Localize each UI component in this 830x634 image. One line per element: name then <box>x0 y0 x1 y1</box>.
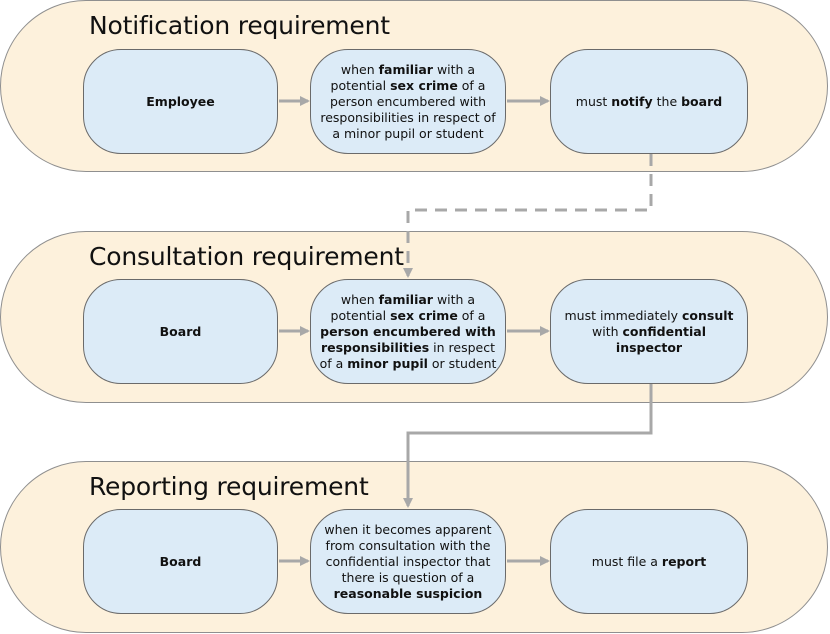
emphasized-text: consult <box>682 307 734 323</box>
action-label: must file a report <box>592 554 706 570</box>
text-run: must immediately <box>564 307 682 323</box>
actor-label: Board <box>159 323 202 339</box>
emphasized-text: reasonable suspicion <box>333 585 483 601</box>
condition-label: when it becomes apparent from consultati… <box>317 522 499 602</box>
text-run: when <box>340 61 379 77</box>
condition-label: when familiar with a potential sex crime… <box>317 292 499 372</box>
text-run: of a person encumbered with responsibili… <box>320 77 496 141</box>
emphasized-text: sex crime <box>390 307 458 323</box>
text-run: when <box>340 291 379 307</box>
action-box: must notify the board <box>550 49 748 154</box>
action-box: must file a report <box>550 509 748 614</box>
action-label: must notify the board <box>576 94 722 110</box>
emphasized-text: person encumbered with responsibilities <box>320 323 496 355</box>
section-title: Notification requirement <box>89 11 390 40</box>
emphasized-text: familiar <box>378 61 433 77</box>
actor-box: Employee <box>83 49 278 154</box>
actor-label: Board <box>159 553 202 569</box>
text-run: when it becomes apparent from consultati… <box>324 521 492 585</box>
text-run: in respect of a <box>319 339 496 371</box>
action-box: must immediately consult with confidenti… <box>550 279 748 384</box>
emphasized-text: board <box>681 93 723 109</box>
actor-label: Employee <box>146 93 215 109</box>
emphasized-text: notify <box>611 93 653 109</box>
emphasized-text: minor pupil <box>347 355 428 371</box>
text-run: with a potential <box>330 291 476 323</box>
text-run: must file a <box>591 553 662 569</box>
emphasized-text: confidential inspector <box>615 323 706 355</box>
text-run: with <box>592 323 623 339</box>
section-title: Consultation requirement <box>89 242 404 271</box>
condition-label: when familiar with a potential sex crime… <box>317 62 499 142</box>
actor-box: Board <box>83 509 278 614</box>
emphasized-text: familiar <box>378 291 433 307</box>
text-run: with a potential <box>330 61 476 93</box>
section-title: Reporting requirement <box>89 472 369 501</box>
text-run: or student <box>427 355 497 371</box>
text-run: must <box>575 93 612 109</box>
actor-box: Board <box>83 279 278 384</box>
text-run: the <box>652 93 682 109</box>
condition-box: when familiar with a potential sex crime… <box>310 279 506 384</box>
action-label: must immediately consult with confidenti… <box>557 308 741 356</box>
condition-box: when it becomes apparent from consultati… <box>310 509 506 614</box>
emphasized-text: sex crime <box>390 77 458 93</box>
condition-box: when familiar with a potential sex crime… <box>310 49 506 154</box>
emphasized-text: report <box>661 553 707 569</box>
text-run: of a <box>457 307 486 323</box>
